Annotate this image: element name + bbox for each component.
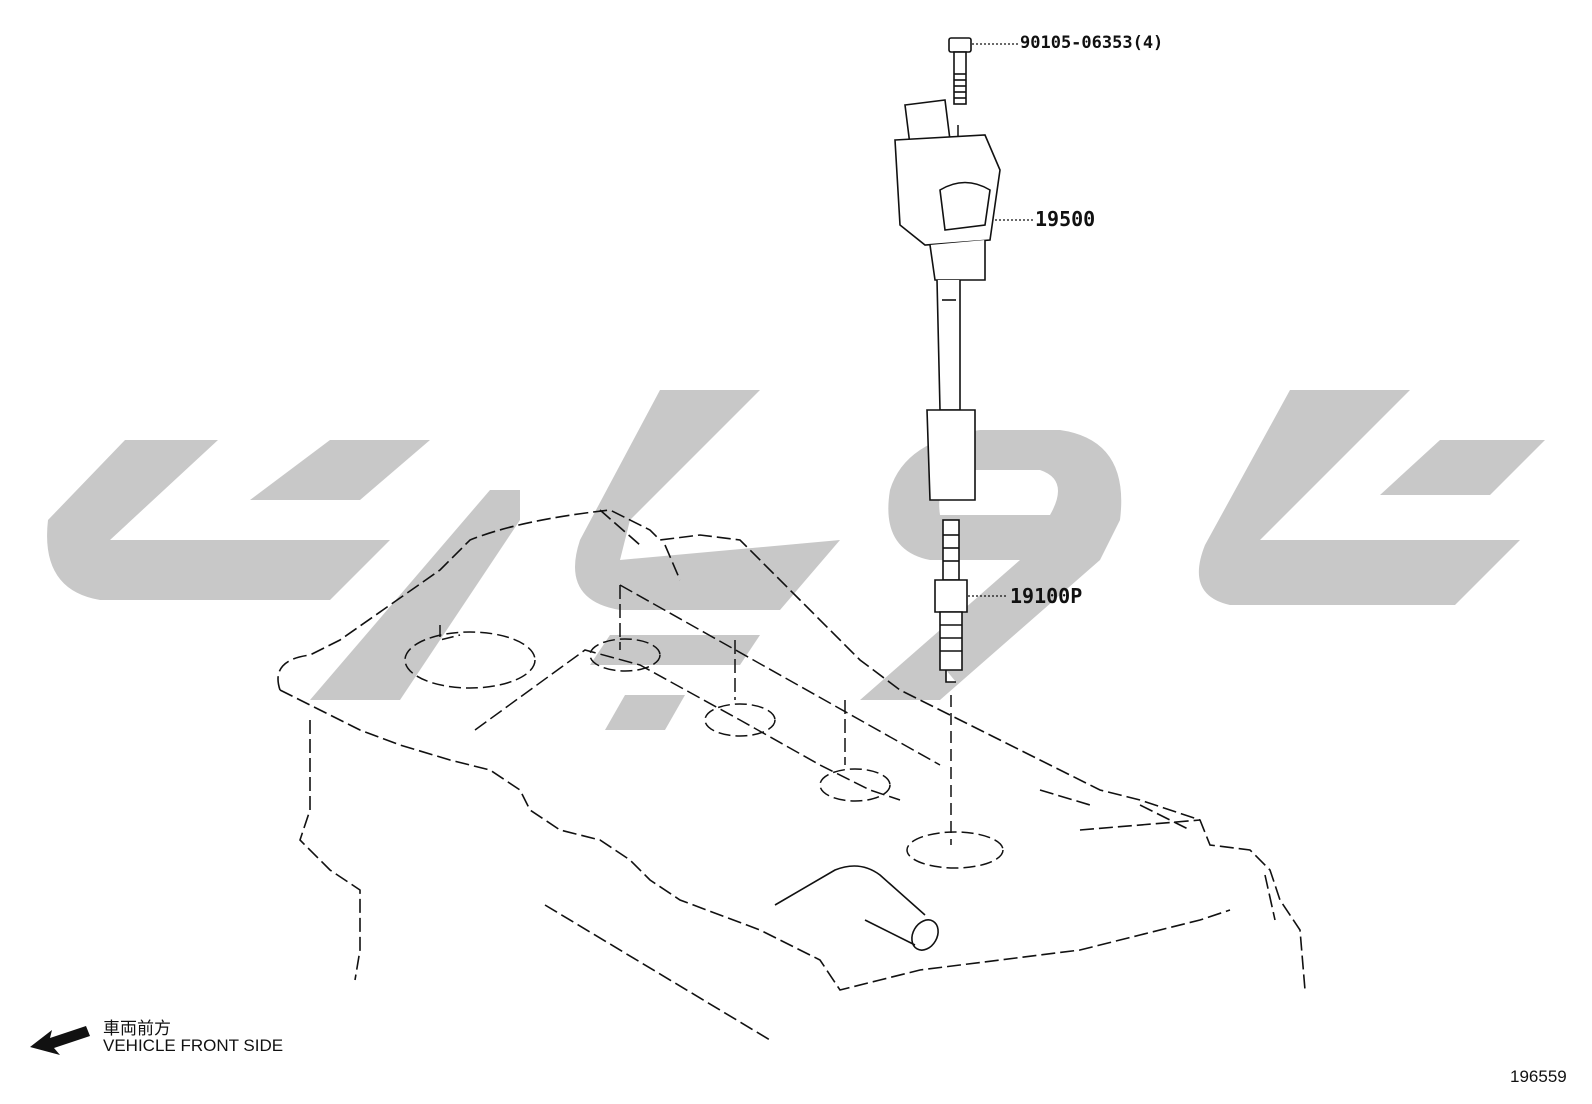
cam-cover-lines — [474, 584, 941, 801]
direction-label-jp: 車両前方 — [103, 1019, 171, 1038]
watermark-logo — [47, 390, 1545, 730]
pipe-stub — [774, 865, 939, 951]
cylinder-head-outline — [277, 509, 1306, 1041]
coil-part-number: 19500 — [1035, 207, 1096, 231]
leader-lines — [968, 43, 1033, 597]
direction-label-en: VEHICLE FRONT SIDE — [103, 1036, 284, 1055]
arrow-left-down-icon — [30, 1026, 90, 1055]
spark-plug-part — [934, 519, 968, 683]
plug-part-number: 19100P — [1010, 584, 1083, 608]
bolt-part-number: 90105-06353(4) — [1020, 33, 1164, 53]
ignition-coil-part — [894, 99, 1001, 501]
plug-holes — [404, 625, 1004, 869]
figure-id: 196559 — [1510, 1067, 1567, 1086]
bolt-part — [948, 37, 972, 105]
